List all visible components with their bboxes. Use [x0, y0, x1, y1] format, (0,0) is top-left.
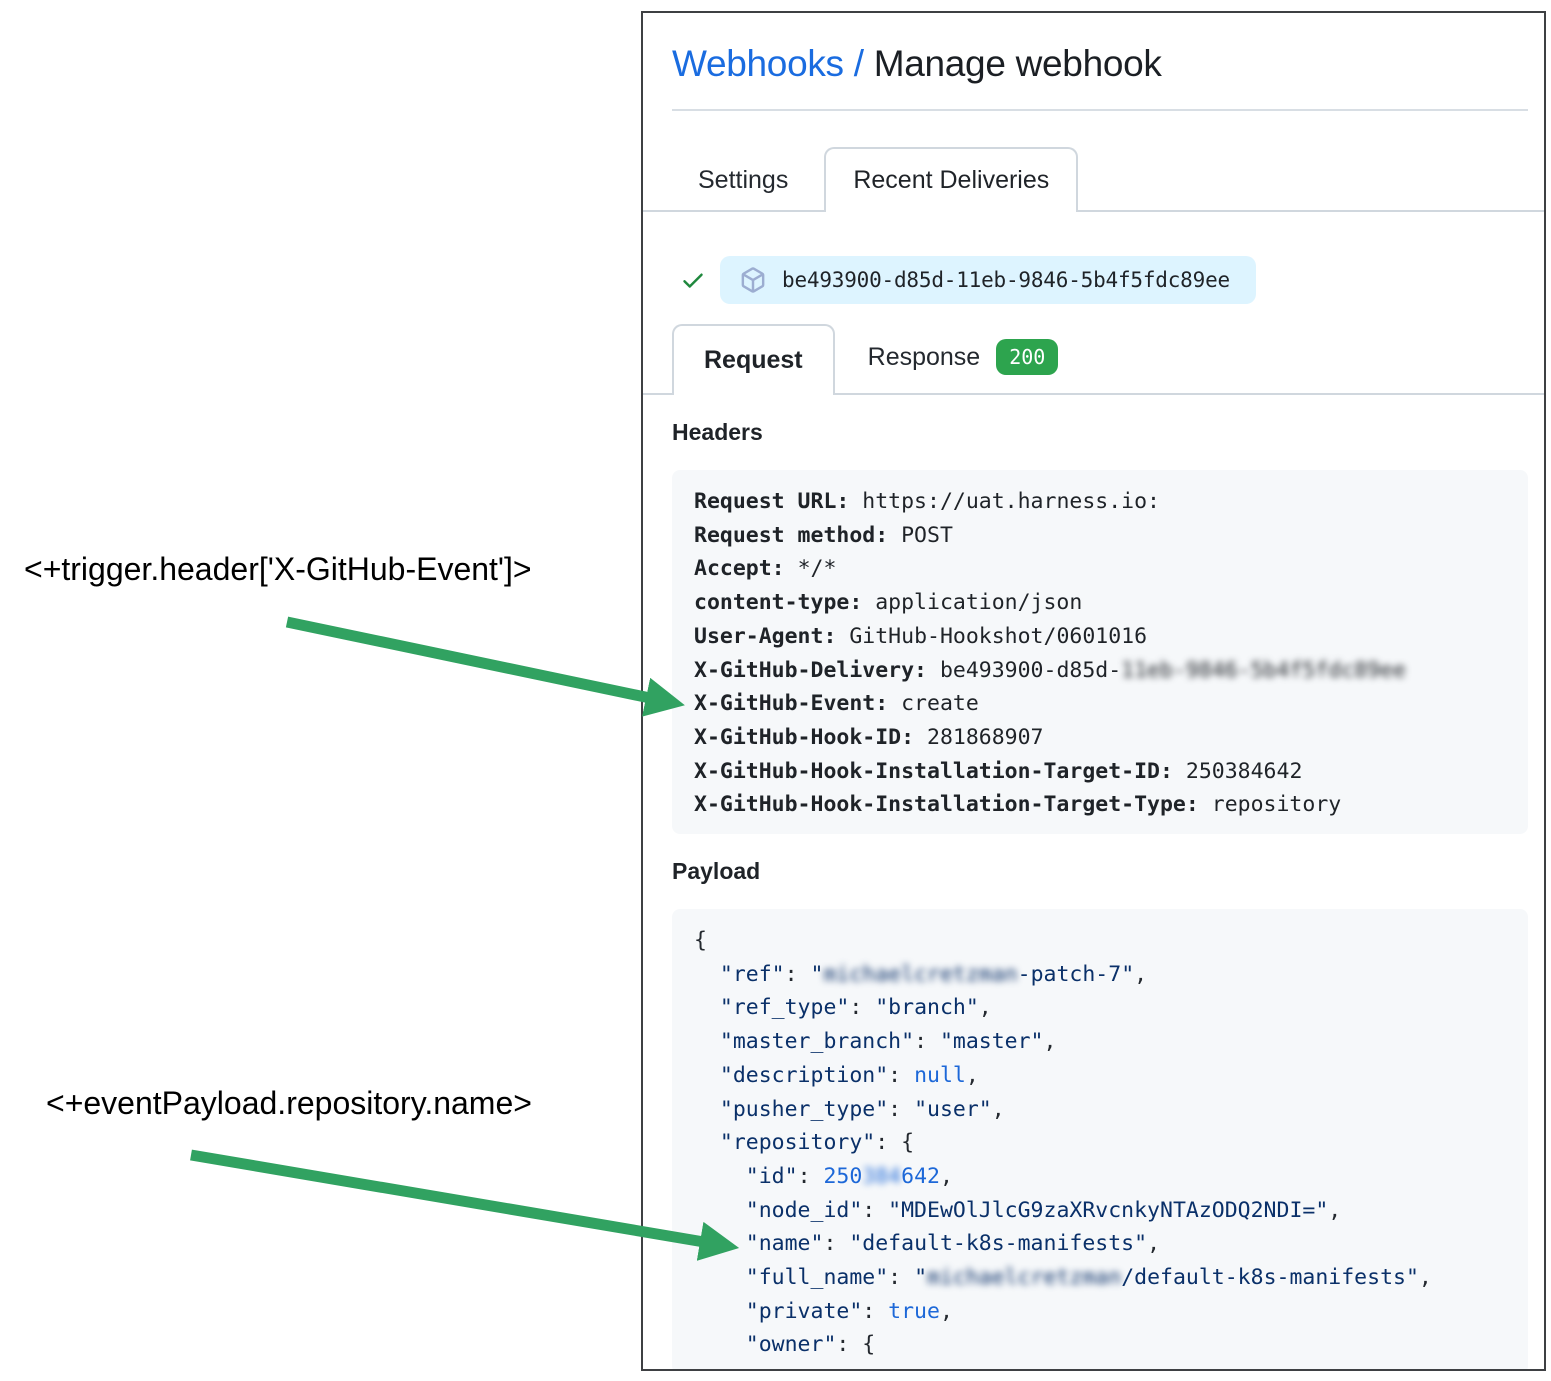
code-line: content-type: application/json — [694, 590, 1083, 616]
code-line: "repository": { — [719, 1130, 915, 1156]
tab-response[interactable]: Response 200 — [835, 339, 1075, 393]
main-tabnav: Settings Recent Deliveries — [643, 147, 1544, 212]
code-line: { — [694, 928, 707, 954]
response-status-badge: 200 — [996, 339, 1059, 375]
headers-code: Request URL: https://uat.harness.io: Requ… — [672, 470, 1528, 835]
code-line: "name": "default-k8s-manifests", — [745, 1231, 1161, 1257]
code-line: "ref": "michaelcretzman-patch-7", — [719, 961, 1148, 987]
tab-response-label: Response — [867, 342, 981, 371]
payload-heading: Payload — [672, 858, 761, 885]
code-line: "id": 250384642, — [745, 1163, 953, 1189]
code-line: User-Agent: GitHub-Hookshot/0601016 — [694, 623, 1148, 649]
page-title: Manage webhook — [873, 43, 1162, 84]
delivery-id: be493900-d85d-11eb-9846-5b4f5fdc89ee — [782, 268, 1230, 292]
code-line: X-GitHub-Delivery: be493900-d85d-11eb-98… — [694, 657, 1406, 683]
code-line: X-GitHub-Event: create — [694, 691, 979, 717]
webhook-panel: Webhooks / Manage webhook Settings Recen… — [641, 11, 1546, 1371]
code-line: "pusher_type": "user", — [719, 1096, 1005, 1122]
annotation-event-payload: <+eventPayload.repository.name> — [46, 1085, 532, 1121]
headers-heading: Headers — [672, 419, 763, 445]
webhooks-link[interactable]: Webhooks — [672, 43, 844, 84]
title-divider — [672, 109, 1528, 111]
package-icon — [741, 267, 765, 293]
code-line: X-GitHub-Hook-Installation-Target-ID: 25… — [694, 758, 1303, 784]
breadcrumb: Webhooks / Manage webhook — [672, 43, 1528, 85]
tab-recent-deliveries[interactable]: Recent Deliveries — [824, 147, 1079, 212]
code-line: Request method: POST — [694, 522, 953, 548]
code-line: Accept: */* — [694, 556, 837, 582]
code-line: X-GitHub-Hook-ID: 281868907 — [694, 724, 1044, 750]
request-response-tabnav: Request Response 200 — [643, 324, 1544, 395]
code-line: "private": true, — [745, 1298, 953, 1324]
code-line: "owner": { — [745, 1332, 876, 1358]
check-icon — [683, 273, 703, 288]
arrow-to-github-event — [285, 616, 685, 717]
code-line: "full_name": "michaelcretzman/default-k8… — [745, 1265, 1432, 1291]
tab-settings[interactable]: Settings — [698, 166, 789, 194]
arrow-to-repository-name — [190, 1149, 740, 1261]
code-line: "master_branch": "master", — [719, 1029, 1057, 1055]
code-line: "node_id": "MDEwOlJlcG9zaXRvcnkyNTAzODQ2… — [745, 1197, 1342, 1223]
payload-code: { "ref": "michaelcretzman-patch-7", "ref… — [672, 909, 1528, 1369]
breadcrumb-separator: / — [843, 43, 874, 84]
delivery-badge[interactable]: be493900-d85d-11eb-9846-5b4f5fdc89ee — [720, 256, 1256, 304]
delivery-status-row: be493900-d85d-11eb-9846-5b4f5fdc89ee — [680, 256, 1528, 304]
code-line: "description": null, — [719, 1062, 979, 1088]
code-line: X-GitHub-Hook-Installation-Target-Type: … — [694, 792, 1342, 818]
tab-request[interactable]: Request — [672, 324, 835, 395]
code-line: "ref_type": "branch", — [719, 995, 992, 1021]
code-line: Request URL: https://uat.harness.io: — [694, 489, 1160, 514]
annotation-trigger-header: <+trigger.header['X-GitHub-Event']> — [24, 551, 532, 587]
